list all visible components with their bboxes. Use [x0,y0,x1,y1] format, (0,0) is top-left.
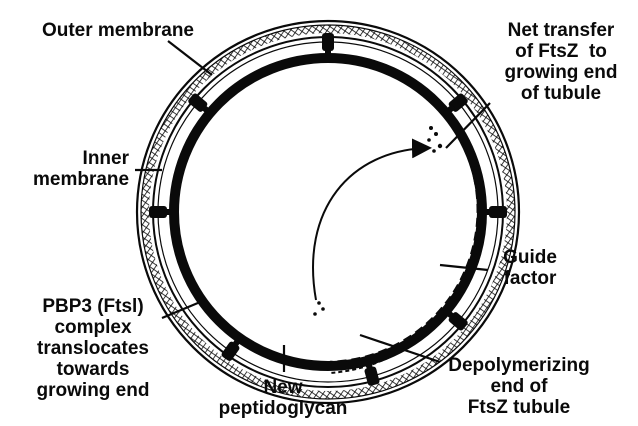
label-outer-membrane: Outer membrane [18,20,194,41]
label-new-peptidoglycan: New peptidoglycan [208,377,358,419]
label-net-transfer: Net transfer of FtsZ to growing end of t… [488,20,634,104]
periplasm-band [141,25,515,399]
label-pbp3-complex: PBP3 (Ftsl) complex translocates towards… [20,296,166,401]
label-guide-factor: Guide factor [480,247,580,289]
label-inner-membrane: Inner membrane [33,148,129,190]
label-depolymerizing-end: Depolymerizing end of FtsZ tubule [430,355,608,418]
